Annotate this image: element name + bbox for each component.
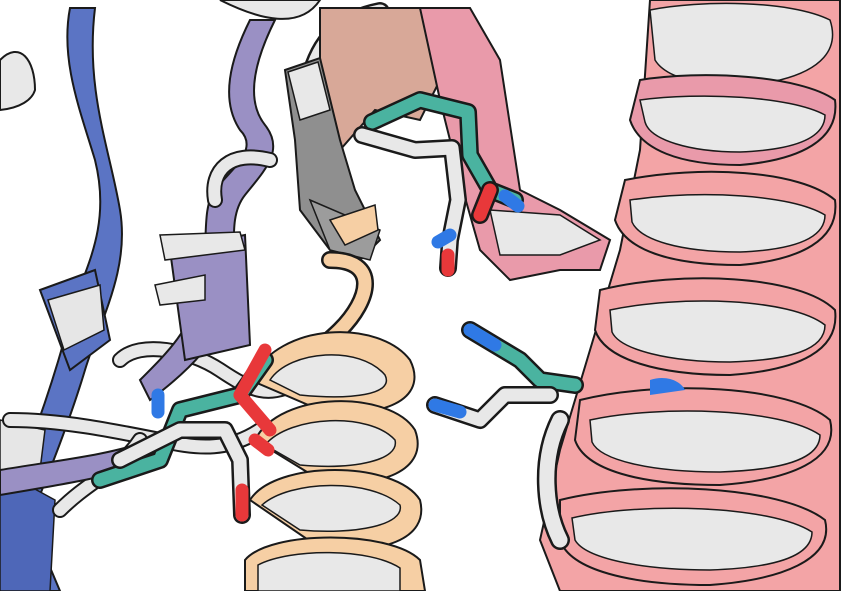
blue-chain bbox=[0, 7, 123, 591]
orange-helix bbox=[244, 331, 427, 591]
gray-beta-sheet bbox=[283, 56, 382, 267]
sidechain-right-teal bbox=[461, 321, 584, 394]
sidechain-left-white bbox=[111, 421, 275, 524]
sidechain-top-white bbox=[353, 126, 467, 277]
white-strand-right bbox=[536, 410, 570, 550]
sidechain-left-teal bbox=[91, 343, 277, 489]
sidechain-right-white bbox=[426, 386, 559, 429]
sidechain-top-teal bbox=[363, 91, 525, 224]
tan-beta-strand bbox=[319, 7, 612, 282]
pink-helix bbox=[538, 0, 841, 591]
